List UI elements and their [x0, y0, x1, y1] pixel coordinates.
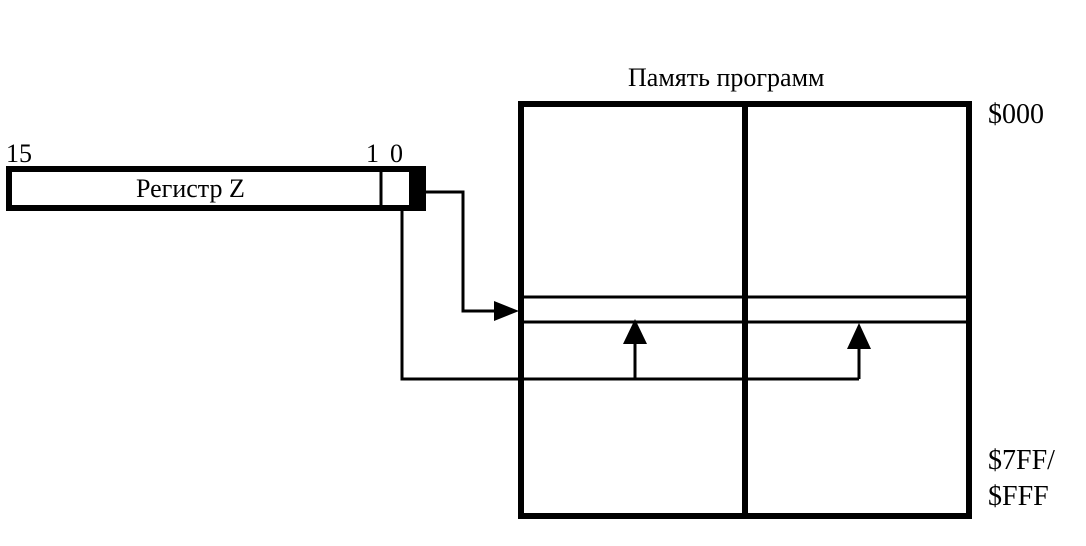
register-bit-1-label: 1	[366, 139, 379, 168]
low-byte-arrow-icon	[623, 319, 647, 344]
register-bit0-marker	[409, 169, 423, 208]
register-bit-0-label: 0	[390, 139, 403, 168]
high-byte-arrow-icon	[847, 323, 871, 349]
address-line	[423, 190, 497, 313]
address-connector	[423, 190, 519, 321]
register-bit-high-label: 15	[6, 139, 32, 168]
address-arrow-tail	[494, 305, 504, 317]
program-memory	[518, 101, 972, 519]
byte-select-connector	[400, 208, 871, 381]
register-name: Регистр Z	[136, 174, 245, 203]
byte-select-line	[400, 208, 859, 381]
memory-end-address-line2: $FFF	[988, 481, 1049, 512]
register-z-outline	[6, 166, 426, 211]
memory-title: Память программ	[628, 63, 825, 92]
memory-end-address-line1: $7FF/	[988, 445, 1055, 476]
memory-start-address: $000	[988, 99, 1044, 130]
register-z	[6, 166, 426, 211]
